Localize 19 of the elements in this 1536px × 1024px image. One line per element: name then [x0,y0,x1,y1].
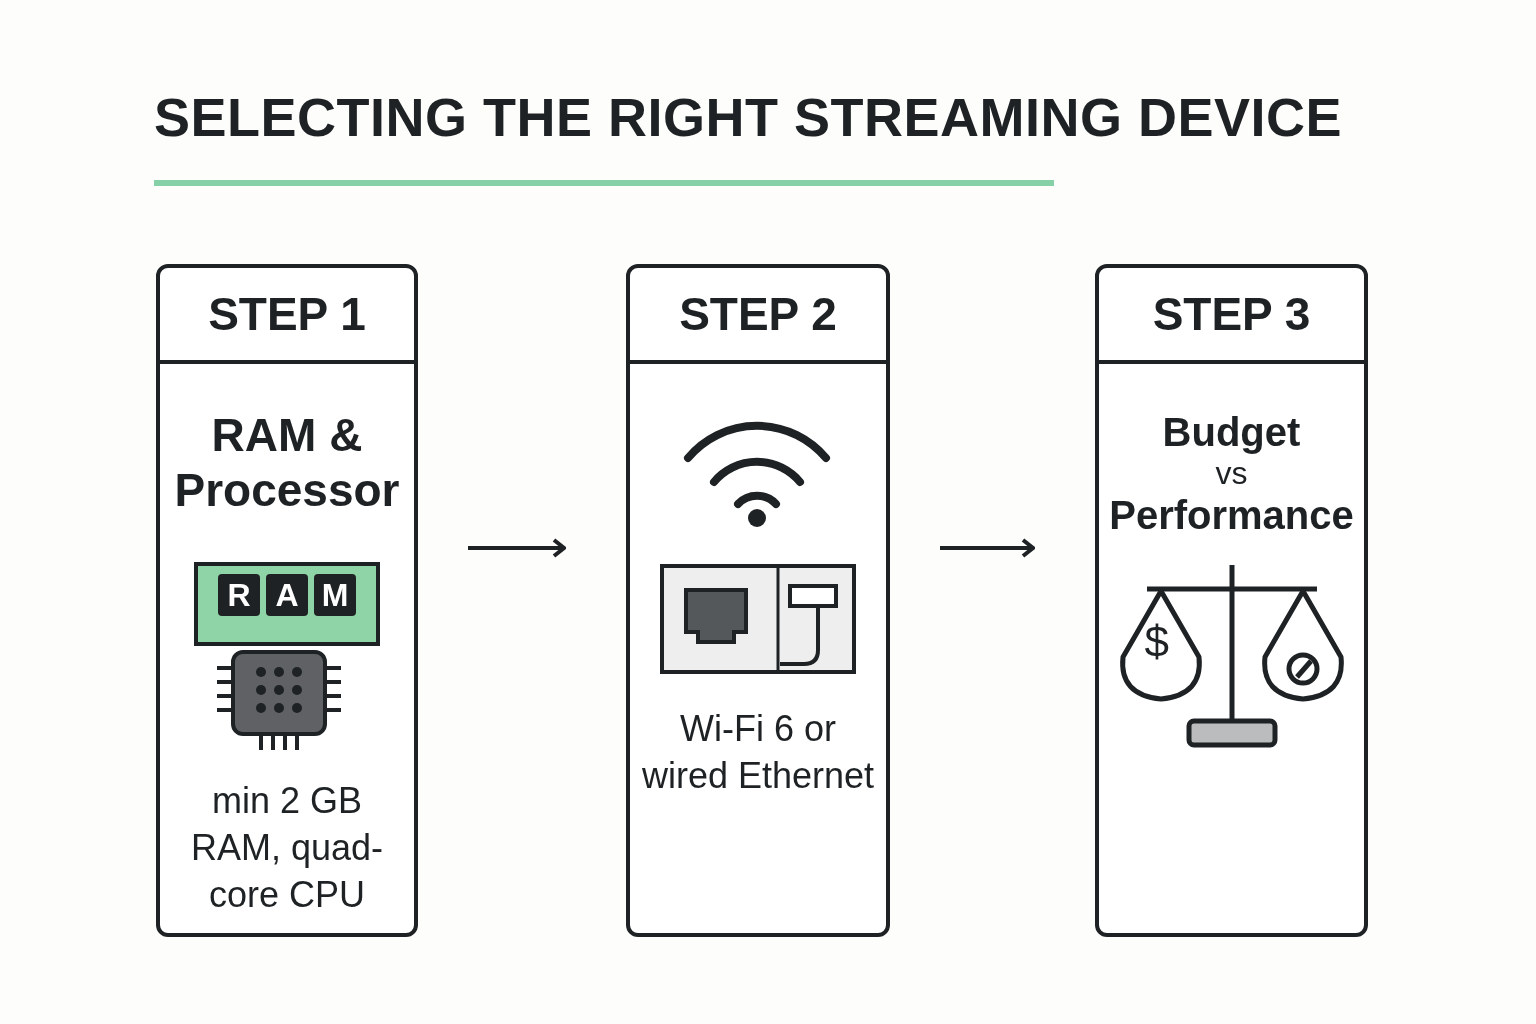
arrow [468,538,566,558]
step-title: RAM & Processor [173,408,401,519]
title: SELECTING THE RIGHT STREAMING DEVICE [154,86,1343,148]
step-description: min 2 GB RAM, quad-core CPU [189,779,385,917]
ram-letter: R [218,574,260,617]
step-card [156,264,418,937]
step-card [1095,264,1368,937]
step-heading: STEP 2 [679,287,837,341]
step-heading: STEP 1 [208,287,366,341]
ram-letter: M [314,574,356,617]
arrow [940,538,1035,558]
ram-letter: A [266,574,308,617]
step-title: Performance [1109,492,1354,540]
step-description: Wi-Fi 6 or wired Ethernet [640,707,876,798]
step-title: vs [1215,456,1248,492]
step-title: Budget [1162,409,1301,456]
step-card [626,264,890,937]
dollar-sign: $ [1144,620,1169,665]
step-heading: STEP 3 [1152,287,1311,341]
